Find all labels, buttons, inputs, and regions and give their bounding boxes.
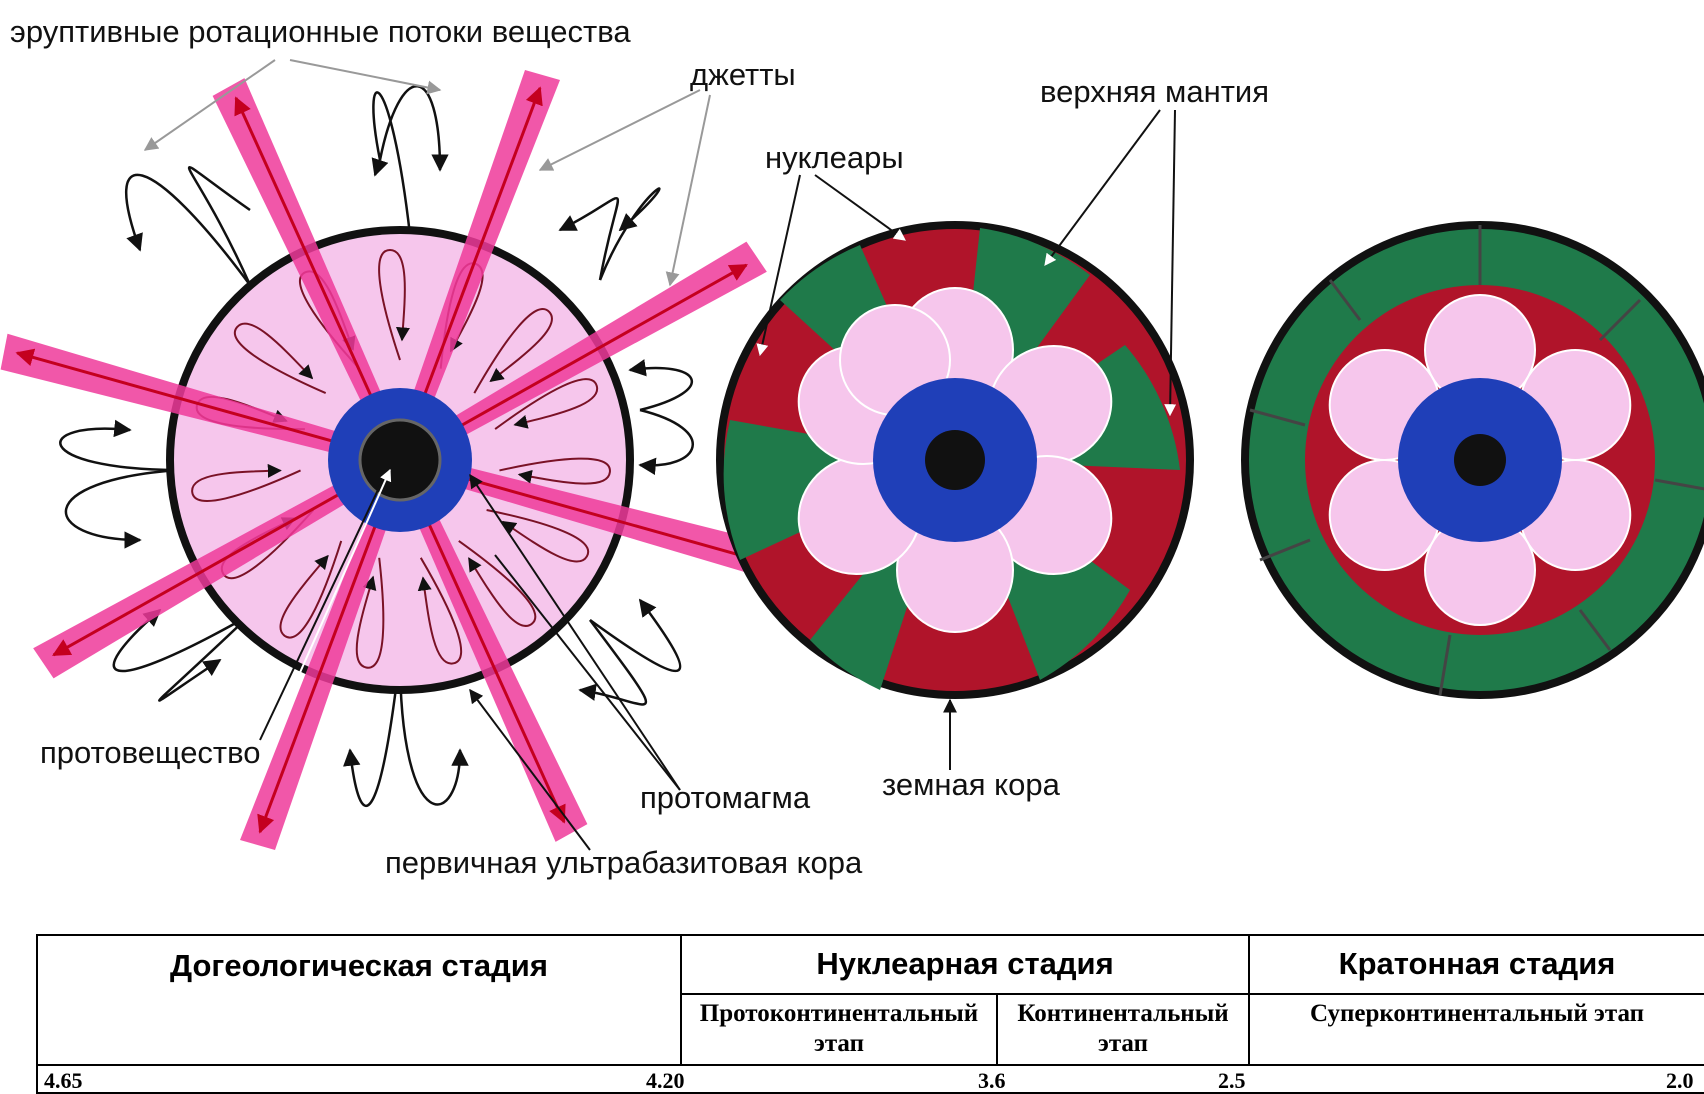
label-primary-crust: первичная ультрабазитовая кора	[385, 845, 863, 880]
stage-craton: Кратонная стадия	[1249, 935, 1704, 994]
label-upper-mantle: верхняя мантия	[1040, 74, 1269, 109]
time-tick-4-20: 4.20	[646, 1068, 685, 1094]
stage-pregeological: Догеологическая стадия	[37, 935, 681, 1065]
substage-protocontinental: Протоконтинентальный этап	[681, 994, 997, 1065]
time-tick-4-65: 4.65	[44, 1068, 83, 1094]
time-scale: 4.65 4.20 3.6 2.5 2.0	[37, 1065, 1704, 1093]
label-protomatter: протовещество	[40, 735, 261, 770]
time-tick-3-6: 3.6	[978, 1068, 1006, 1094]
label-eruptive-flows: эруптивные ротационные потоки вещества	[10, 14, 631, 49]
craton-earth	[1245, 225, 1704, 695]
label-protomagma: протомагма	[640, 780, 811, 815]
time-tick-2-0: 2.0	[1666, 1068, 1694, 1094]
nuclear-earth	[720, 225, 1190, 695]
time-tick-2-5: 2.5	[1218, 1068, 1246, 1094]
stage-nuclear: Нуклеарная стадия	[681, 935, 1249, 994]
stages-table: Догеологическая стадия Нуклеарная стадия…	[36, 934, 1704, 1094]
pregeological-earth	[0, 70, 802, 850]
label-nuclears: нуклеары	[765, 140, 904, 175]
label-earth-crust: земная кора	[882, 767, 1061, 802]
earth-evolution-diagram: эруптивные ротационные потоки вещества д…	[0, 0, 1704, 880]
substage-continental: Континентальный этап	[997, 994, 1249, 1065]
label-jets: джетты	[690, 57, 796, 92]
substage-supercontinental: Суперконтинентальный этап	[1249, 994, 1704, 1065]
